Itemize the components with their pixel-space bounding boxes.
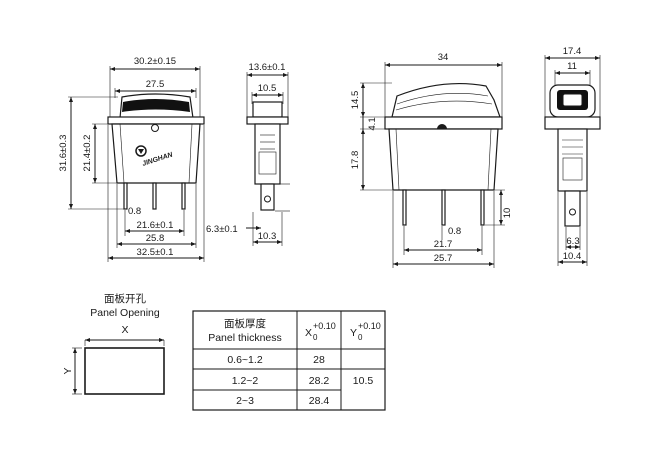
dim-cover-pin-span: 21.7 bbox=[434, 239, 453, 250]
front-flange bbox=[107, 116, 205, 125]
front-body bbox=[111, 123, 201, 184]
dim-cover-width: 34 bbox=[438, 52, 449, 63]
dim-cover-body-height: 17.8 bbox=[350, 151, 361, 170]
thickness-table: 面板厚度 Panel thickness X +0.10 0 Y +0.10 0… bbox=[192, 310, 386, 411]
side-pin bbox=[260, 183, 275, 211]
dim-bottom-width: 25.8 bbox=[146, 233, 165, 244]
dim-cover-side-top-width: 17.4 bbox=[563, 46, 582, 57]
dim-body-height: 21.4±0.2 bbox=[82, 135, 93, 172]
dim-pin-span: 21.6±0.1 bbox=[137, 220, 174, 231]
dim-side-pin-height: 6.3±0.1 bbox=[206, 224, 238, 235]
table-y-value: 10.5 bbox=[353, 375, 374, 387]
cover-side-view: 17.4 11 6.3 10.4 bbox=[544, 46, 601, 266]
cover-front-view: 34 14.5 4.1 17.8 10 0.8 bbox=[350, 52, 513, 268]
table-row-x: 28 bbox=[313, 354, 325, 366]
side-cap bbox=[252, 101, 283, 118]
dim-cover-side-cap-width: 11 bbox=[567, 61, 577, 72]
table-header-thickness-cn: 面板厚度 bbox=[224, 317, 266, 330]
table-header-x-sup: +0.10 bbox=[313, 321, 336, 331]
cover-pin-left bbox=[402, 189, 407, 226]
panel-opening-x-label: X bbox=[121, 324, 128, 336]
cover-pin-right bbox=[480, 189, 485, 226]
table-row-thickness: 2~3 bbox=[236, 395, 254, 407]
brand-logo-icon bbox=[135, 145, 147, 157]
table-header-thickness-en: Panel thickness bbox=[208, 332, 282, 344]
dim-pin-thickness: 0.8 bbox=[128, 206, 141, 217]
table-row-x: 28.2 bbox=[309, 375, 330, 387]
table-header-y-sup: +0.10 bbox=[358, 321, 381, 331]
table-row-thickness: 0.6~1.2 bbox=[227, 354, 262, 366]
mount-hole bbox=[151, 124, 159, 132]
table-header-y-sub: 0 bbox=[358, 333, 363, 342]
dim-side-bottom-width: 10.3 bbox=[258, 231, 277, 242]
cover-pin-center bbox=[441, 189, 446, 226]
pin-right bbox=[181, 182, 186, 210]
table-header-y: Y bbox=[350, 327, 357, 339]
side-flange bbox=[246, 116, 289, 125]
table-row-x: 28.4 bbox=[309, 395, 330, 407]
cover-cap bbox=[391, 82, 501, 118]
dim-total-height: 31.6±0.3 bbox=[58, 135, 69, 172]
table-row-thickness: 1.2~2 bbox=[232, 375, 259, 387]
side-view: 13.6±0.1 10.5 6.3±0.1 10.3 bbox=[206, 62, 290, 246]
cover-side-ring bbox=[544, 116, 601, 130]
pin-center bbox=[152, 182, 157, 210]
dim-top-width: 30.2±0.15 bbox=[134, 56, 176, 67]
panel-opening-y-label: Y bbox=[62, 367, 74, 374]
dim-side-inner-width: 10.5 bbox=[258, 83, 277, 94]
panel-opening-rect bbox=[84, 347, 165, 395]
dim-cover-side-bottom-width: 10.4 bbox=[563, 251, 582, 262]
dim-inner-width: 27.5 bbox=[146, 79, 165, 90]
front-view: 30.2±0.15 27.5 JINGHAN 31.6±0.3 bbox=[58, 56, 205, 262]
dim-cover-pin-length: 10 bbox=[502, 208, 513, 219]
dim-cover-bottom-width: 25.7 bbox=[434, 253, 453, 264]
pin-left bbox=[123, 182, 128, 210]
cover-side-body bbox=[557, 128, 588, 192]
rocker-cap-dark bbox=[122, 99, 190, 112]
cover-body bbox=[388, 128, 499, 191]
dim-cover-cap-height: 14.5 bbox=[350, 91, 361, 110]
dim-overall-width: 32.5±0.1 bbox=[137, 247, 174, 258]
panel-opening-title-en: Panel Opening bbox=[90, 307, 160, 319]
panel-opening-title-cn: 面板开孔 bbox=[104, 292, 146, 305]
table-header-x: X bbox=[305, 327, 312, 339]
panel-opening: 面板开孔 Panel Opening X Y bbox=[62, 292, 165, 395]
dim-side-top-width: 13.6±0.1 bbox=[249, 62, 286, 73]
dim-cover-ring-height: 4.1 bbox=[367, 117, 378, 130]
dim-cover-pin-thickness: 0.8 bbox=[448, 226, 461, 237]
dim-cover-side-pin-height: 6.3 bbox=[566, 236, 579, 247]
table-header-x-sub: 0 bbox=[313, 333, 318, 342]
